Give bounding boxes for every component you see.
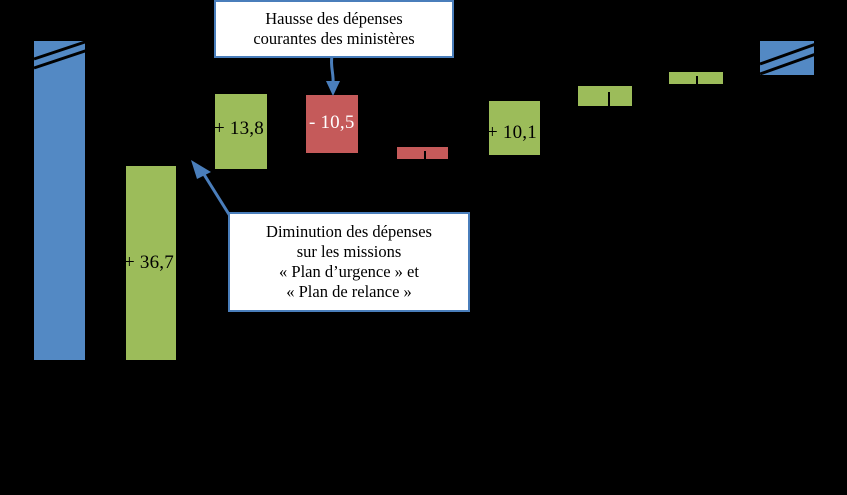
- data-label-bar-step-5: + 10,1: [487, 122, 537, 143]
- data-label-bar-step-3: - 10,5: [309, 112, 355, 133]
- bar-step-4: [397, 147, 448, 159]
- data-label-bar-step-1: + 36,7: [124, 252, 174, 273]
- bar-step-3: [306, 95, 358, 153]
- bar-total-start: [34, 41, 85, 360]
- callout-diminution-line-2: sur les missions: [296, 241, 402, 261]
- callout-diminution-line-1: Diminution des dépenses: [266, 221, 432, 241]
- bar-step-1: [126, 166, 176, 360]
- callout-diminution-line-3: « Plan d’urgence » et: [279, 262, 419, 281]
- bar-step-6-tick: [608, 92, 610, 106]
- bar-step-4-tick: [424, 151, 426, 160]
- bar-step-2: [215, 94, 267, 169]
- callout-hausse[interactable]: Hausse des dépenses courantes des minist…: [214, 0, 454, 58]
- callout-hausse-line-1: Hausse des dépenses: [265, 8, 403, 28]
- callout-diminution-line-4: « Plan de relance »: [286, 282, 412, 302]
- callout-diminution[interactable]: Diminution des dépenses sur les missions…: [228, 212, 470, 312]
- bar-step-6: [578, 86, 632, 106]
- callout-hausse-line-2: courantes des ministères: [253, 29, 415, 48]
- bar-step-7-tick: [696, 76, 698, 85]
- bar-step-5: [489, 101, 540, 155]
- bar-total-end: [760, 41, 814, 75]
- data-label-bar-step-2: + 13,8: [214, 118, 264, 139]
